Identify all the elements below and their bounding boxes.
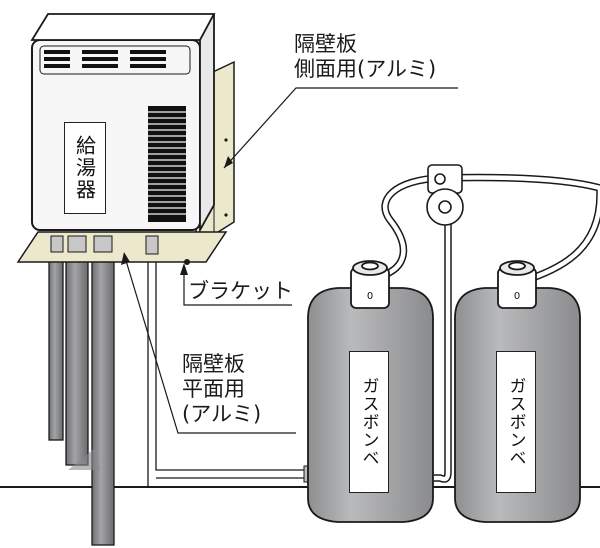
side-partition-subtitle: 側面用(アルミ) — [294, 57, 437, 82]
pipe-2 — [65, 239, 89, 466]
flat-partition-title: 隔壁板 — [182, 352, 245, 376]
water-heater — [30, 13, 216, 234]
top-vents — [44, 50, 166, 68]
gas-supply-pipe — [147, 240, 306, 488]
flat-partition-panel — [16, 231, 228, 263]
cylinder-1-valve-mark: 0 — [367, 291, 373, 302]
exhaust-grille — [148, 106, 186, 222]
pipe-3 — [91, 239, 115, 546]
regulator — [426, 164, 464, 226]
flat-partition-subtitle: 平面用 — [182, 377, 245, 402]
arrow-bracket — [180, 263, 188, 275]
bracket-bolt — [184, 259, 190, 265]
pipe-1 — [48, 239, 64, 441]
bracket-callout: ブラケット — [188, 279, 293, 304]
gas-cylinder-1-label: ガスボンベ — [349, 351, 389, 493]
pipe-shadow — [68, 448, 100, 470]
leader-lines — [123, 87, 458, 434]
shelf-pipe-stubs — [50, 235, 159, 255]
leader-side-panel — [223, 87, 458, 169]
flat-partition-callout: 隔壁板 平面用 (アルミ) — [182, 352, 261, 428]
flat-partition-material: (アルミ) — [182, 402, 262, 427]
leader-bracket — [183, 265, 292, 306]
gas-cylinder-2-label: ガスボンベ — [496, 351, 536, 493]
leader-flat-panel — [123, 253, 296, 434]
side-partition-callout: 隔壁板 側面用(アルミ) — [294, 32, 436, 82]
heater-pipes — [48, 239, 115, 546]
bracket-title: ブラケット — [188, 279, 293, 303]
arrow-side-panel — [224, 156, 233, 168]
water-heater-label: 給湯器 — [64, 122, 106, 214]
cylinder-2-valve-mark: 0 — [514, 291, 520, 302]
side-partition-title: 隔壁板 — [294, 32, 357, 56]
arrow-flat-panel — [121, 252, 130, 265]
